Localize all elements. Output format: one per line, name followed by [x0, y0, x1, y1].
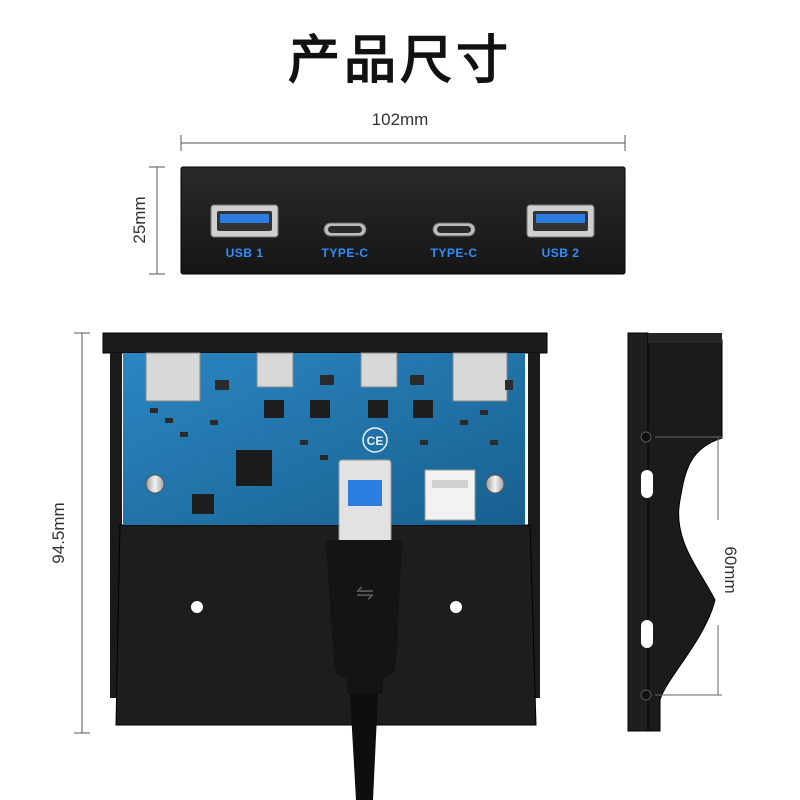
hole-spacing-dimension-label: 60mm — [721, 546, 740, 594]
width-dimension-label: 102mm — [371, 110, 429, 129]
depth-dimension-label: 94.5mm — [49, 502, 68, 564]
usb-a-port-1 — [210, 204, 279, 238]
port-label-usb-1: USB 1 — [225, 246, 264, 260]
mount-hole-left — [191, 601, 203, 613]
hole-spacing-dimension-line — [655, 436, 722, 696]
height-dimension-label: 25mm — [130, 196, 149, 244]
width-dimension-line — [180, 135, 626, 151]
page-title: 产品尺寸 — [287, 31, 512, 91]
usb-a-port-2 — [526, 204, 595, 238]
mount-hole-right — [450, 601, 462, 613]
ce-mark: CE — [367, 434, 384, 448]
front-panel — [180, 166, 626, 275]
depth-dimension-line — [74, 332, 90, 734]
height-dimension-line — [149, 166, 165, 275]
pcb-board: CE — [123, 352, 525, 525]
type-c-port-2 — [432, 222, 476, 237]
port-label-type-c-2: TYPE-C — [430, 246, 478, 260]
port-label-usb-2: USB 2 — [541, 246, 580, 260]
usb-cable: ⇋ — [326, 459, 402, 800]
top-view-bracket — [102, 332, 548, 726]
svg-text:⇋: ⇋ — [356, 581, 374, 606]
type-c-port-1 — [323, 222, 367, 237]
port-label-type-c-1: TYPE-C — [321, 246, 369, 260]
side-view-bracket — [627, 332, 723, 732]
